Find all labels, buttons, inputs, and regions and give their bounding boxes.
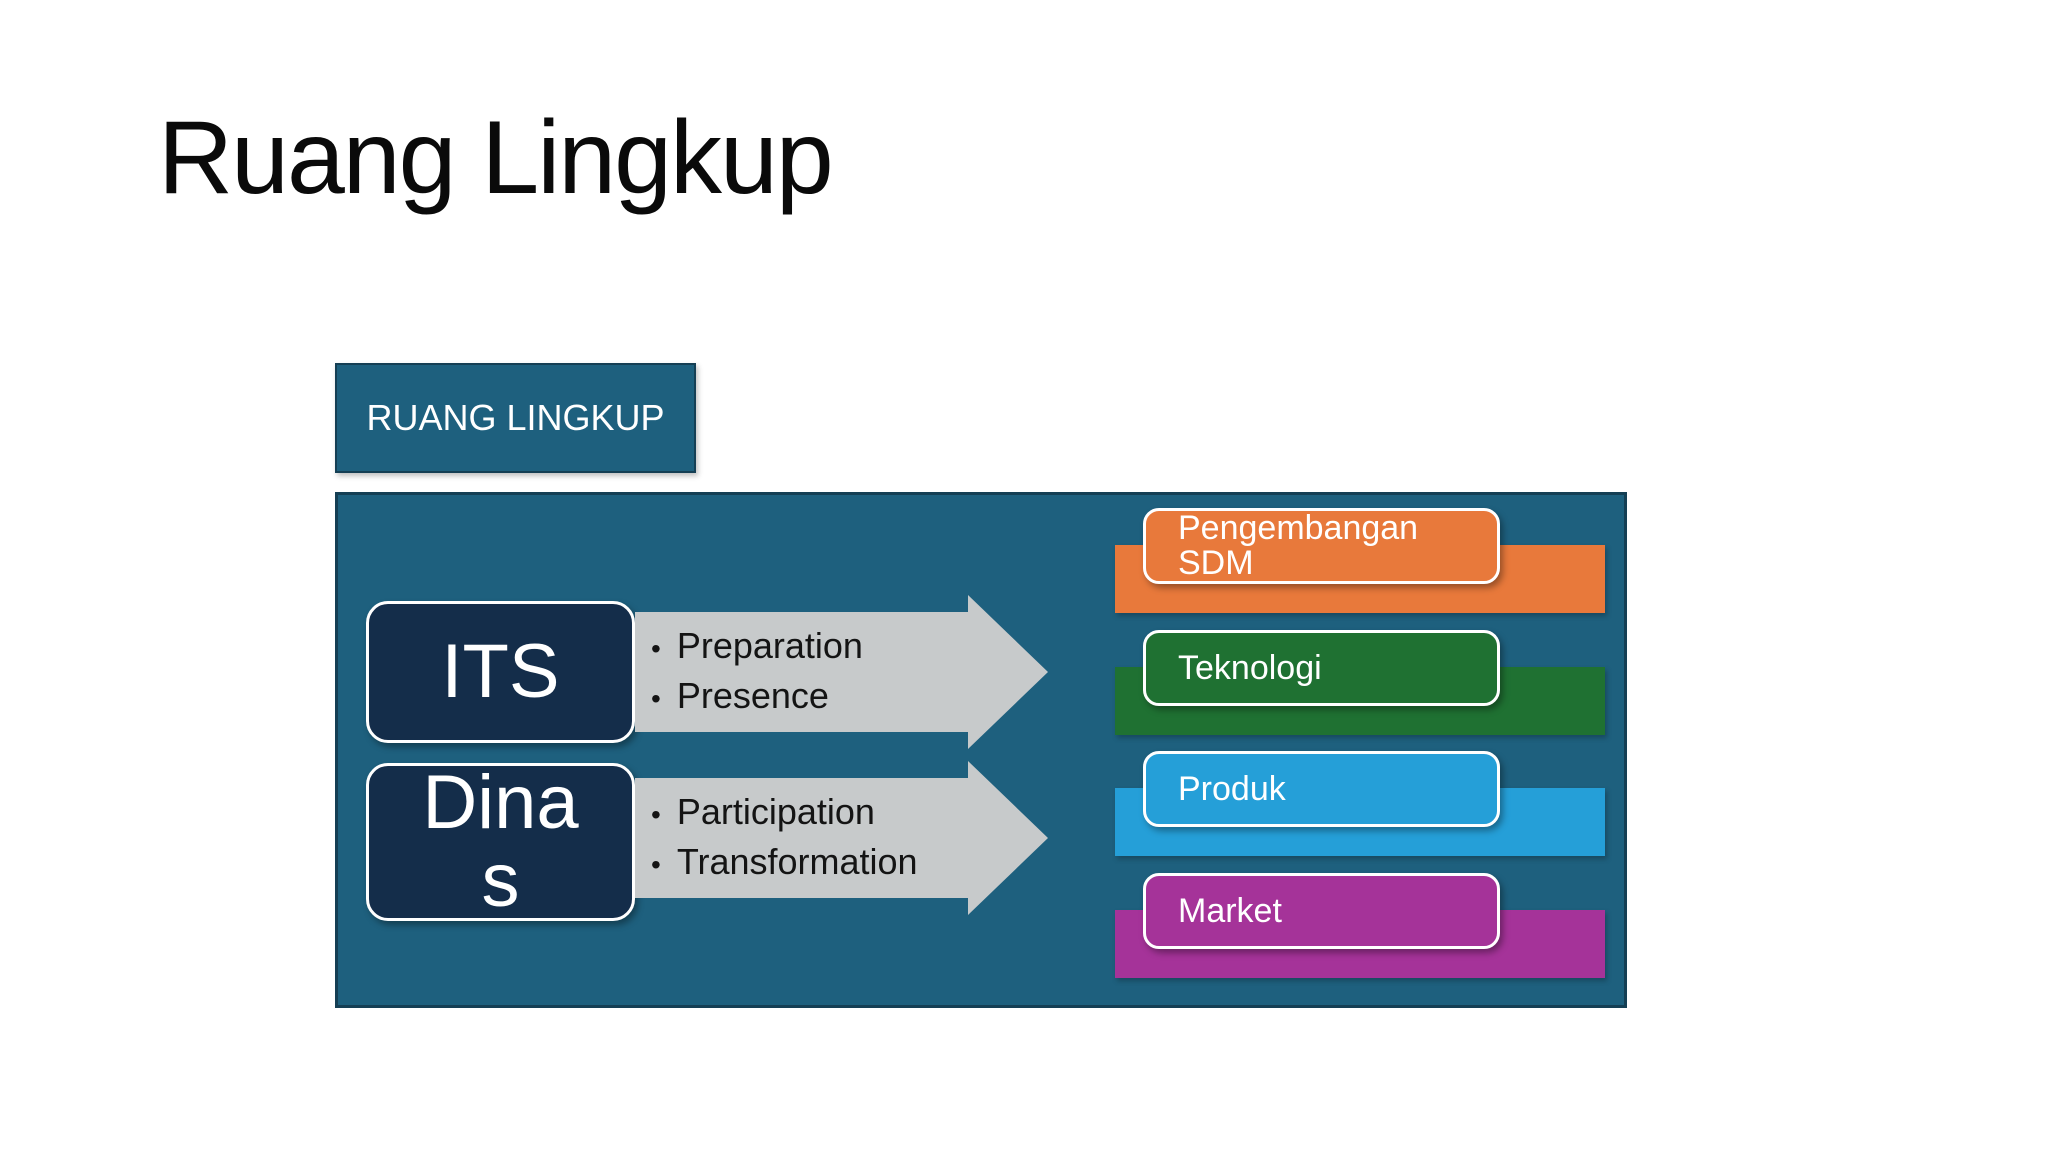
bullet-item-participation: Participation [643,788,963,838]
source-node-dinas-label-line-1: Dina [422,760,579,845]
bullet-item-presence: Presence [643,672,963,722]
source-node-dinas: Dina s [366,763,635,921]
scope-header-box: RUANG LINGKUP [335,363,696,473]
process-arrow-dinas: Participation Transformation [635,761,1048,915]
target-pill-market: Market [1143,873,1500,949]
diagram-panel: ITS Dina s Preparation Presence Particip… [335,492,1627,1008]
target-label-produk: Produk [1178,769,1286,808]
source-node-its: ITS [366,601,635,743]
target-pill-produk: Produk [1143,751,1500,827]
target-label-market: Market [1178,891,1282,930]
target-label-pengembangan-sdm: Pengembangan SDM [1178,509,1419,582]
target-pill-teknologi: Teknologi [1143,630,1500,706]
arrow-bullet-list-its: Preparation Presence [643,612,963,732]
bullet-item-preparation: Preparation [643,622,963,672]
slide-title: Ruang Lingkup [158,100,834,216]
source-node-its-label: ITS [441,629,560,714]
bullet-item-transformation: Transformation [643,838,963,888]
process-arrow-its: Preparation Presence [635,595,1048,749]
arrow-bullet-list-dinas: Participation Transformation [643,778,963,898]
target-pill-pengembangan-sdm: Pengembangan SDM [1143,508,1500,584]
target-label-teknologi: Teknologi [1178,648,1322,687]
scope-header-label: RUANG LINGKUP [366,397,665,438]
source-node-dinas-label-line-2: s [481,838,520,923]
